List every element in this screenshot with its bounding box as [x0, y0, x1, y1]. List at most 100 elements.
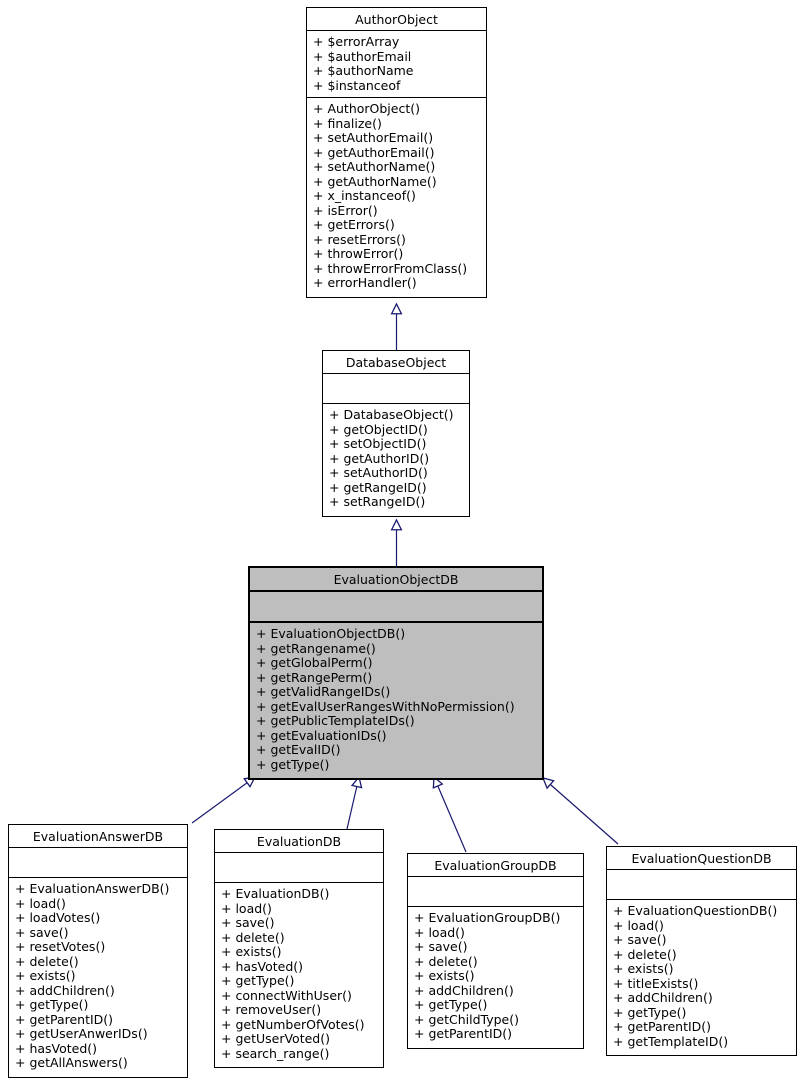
- class-box-databaseobject[interactable]: DatabaseObject + DatabaseObject()+ getOb…: [322, 350, 470, 517]
- member-row: + load(): [15, 895, 66, 911]
- class-attributes: [408, 877, 583, 907]
- member-row: + EvaluationDB(): [221, 886, 330, 901]
- class-attributes: [607, 870, 796, 900]
- member-row: + load(): [221, 900, 272, 916]
- member-row: + getUserAnwerIDs(): [15, 1026, 148, 1041]
- inheritance-arrow-evaluationquestiondb-to-evaluationobjectdb: [541, 777, 619, 845]
- class-methods: + EvaluationAnswerDB()+ load()+ loadVote…: [9, 878, 187, 1077]
- member-row: + x_instanceof(): [313, 188, 416, 203]
- member-row: + save(): [414, 939, 468, 954]
- class-name[interactable]: EvaluationGroupDB: [408, 854, 583, 877]
- member-row: + save(): [613, 932, 667, 947]
- member-row: + getPublicTemplateIDs(): [256, 713, 415, 728]
- member-row: + setAuthorID(): [329, 465, 428, 480]
- member-row: + addChildren(): [414, 982, 514, 998]
- member-row: + connectWithUser(): [221, 987, 352, 1003]
- member-row: + loadVotes(): [15, 910, 101, 925]
- class-name[interactable]: AuthorObject: [307, 8, 486, 31]
- class-methods: + AuthorObject()+ finalize()+ setAuthorE…: [307, 98, 486, 297]
- member-row: + getEvalUserRangesWithNoPermission(): [256, 698, 515, 714]
- class-attributes: + $errorArray+ $authorEmail+ $authorName…: [307, 31, 486, 98]
- member-row: + getType(): [15, 997, 89, 1012]
- member-row: + load(): [613, 917, 664, 933]
- member-row: + $authorEmail: [313, 48, 412, 64]
- class-attributes: [215, 853, 383, 883]
- member-row: + addChildren(): [613, 990, 713, 1005]
- member-row: + setRangeID(): [329, 494, 426, 509]
- member-row: + finalize(): [313, 115, 382, 131]
- member-row: + $authorName: [313, 63, 414, 78]
- class-attributes: [250, 592, 542, 623]
- member-row: + save(): [221, 915, 275, 930]
- member-row: + EvaluationObjectDB(): [256, 626, 406, 641]
- member-row: + EvaluationAnswerDB(): [15, 881, 170, 896]
- member-row: + getRangename(): [256, 640, 376, 656]
- member-row: + getNumberOfVotes(): [221, 1016, 365, 1032]
- member-row: + resetVotes(): [15, 939, 106, 954]
- class-methods: + EvaluationGroupDB()+ load()+ save()+ d…: [408, 907, 583, 1048]
- member-row: + exists(): [414, 968, 475, 983]
- member-row: + setAuthorEmail(): [313, 130, 434, 145]
- member-row: + delete(): [15, 953, 79, 969]
- class-methods: + EvaluationObjectDB()+ getRangename()+ …: [250, 623, 542, 778]
- member-row: + throwError(): [313, 246, 404, 261]
- class-attributes: [9, 848, 187, 878]
- member-row: + addChildren(): [15, 982, 115, 998]
- member-row: + errorHandler(): [313, 275, 417, 290]
- member-row: + save(): [15, 924, 69, 940]
- member-row: + isError(): [313, 202, 378, 218]
- class-box-authorobject[interactable]: AuthorObject + $errorArray+ $authorEmail…: [306, 7, 487, 298]
- member-row: + EvaluationQuestionDB(): [613, 903, 778, 918]
- member-row: + throwErrorFromClass(): [313, 260, 468, 276]
- member-row: + getParentID(): [414, 1026, 513, 1041]
- member-row: + getErrors(): [313, 217, 395, 232]
- member-row: + setObjectID(): [329, 436, 427, 451]
- member-row: + getObjectID(): [329, 421, 428, 437]
- class-methods: + DatabaseObject()+ getObjectID()+ setOb…: [323, 404, 469, 516]
- member-row: + removeUser(): [221, 1002, 322, 1017]
- member-row: + hasVoted(): [221, 958, 304, 974]
- member-row: + getAuthorName(): [313, 173, 437, 189]
- member-row: + delete(): [613, 946, 677, 962]
- class-box-evaluationobjectdb[interactable]: EvaluationObjectDB + EvaluationObjectDB(…: [248, 566, 544, 780]
- member-row: + getEvaluationIDs(): [256, 727, 387, 743]
- member-row: + $instanceof: [313, 77, 401, 93]
- class-box-evaluationgroupdb[interactable]: EvaluationGroupDB + EvaluationGroupDB()+…: [407, 853, 584, 1049]
- member-row: + getTemplateID(): [613, 1033, 729, 1049]
- member-row: + load(): [414, 924, 465, 940]
- class-name[interactable]: DatabaseObject: [323, 351, 469, 374]
- member-row: + getParentID(): [613, 1019, 712, 1034]
- inheritance-arrow-evaluationdb-to-evaluationobjectdb: [346, 775, 363, 830]
- class-box-evaluationquestiondb[interactable]: EvaluationQuestionDB + EvaluationQuestio…: [606, 846, 797, 1056]
- member-row: + getAuthorEmail(): [313, 144, 435, 160]
- class-box-evaluationdb[interactable]: EvaluationDB + EvaluationDB()+ load()+ s…: [214, 829, 384, 1068]
- class-name[interactable]: EvaluationObjectDB: [250, 568, 542, 592]
- class-name[interactable]: EvaluationAnswerDB: [9, 825, 187, 848]
- member-row: + titleExists(): [613, 975, 699, 991]
- member-row: + delete(): [221, 929, 285, 945]
- member-row: + getEvalID(): [256, 742, 341, 757]
- member-row: + delete(): [414, 953, 478, 969]
- class-methods: + EvaluationDB()+ load()+ save()+ delete…: [215, 883, 383, 1067]
- member-row: + getRangePerm(): [256, 669, 373, 685]
- class-methods: + EvaluationQuestionDB()+ load()+ save()…: [607, 900, 796, 1055]
- member-row: + resetErrors(): [313, 231, 406, 247]
- inheritance-arrow-evaluationgroupdb-to-evaluationobjectdb: [432, 775, 467, 853]
- member-row: + getAuthorID(): [329, 450, 430, 466]
- class-name[interactable]: EvaluationQuestionDB: [607, 847, 796, 870]
- inheritance-arrow-evaluationanswerdb-to-evaluationobjectdb: [191, 776, 257, 824]
- member-row: + exists(): [221, 944, 282, 959]
- class-box-evaluationanswerdb[interactable]: EvaluationAnswerDB + EvaluationAnswerDB(…: [8, 824, 188, 1078]
- member-row: + getType(): [256, 756, 330, 772]
- member-row: + DatabaseObject(): [329, 407, 454, 422]
- member-row: + search_range(): [221, 1045, 330, 1061]
- member-row: + exists(): [15, 968, 76, 983]
- member-row: + getChildType(): [414, 1011, 519, 1027]
- member-row: + getParentID(): [15, 1011, 114, 1027]
- member-row: + getGlobalPerm(): [256, 655, 373, 670]
- member-row: + EvaluationGroupDB(): [414, 910, 561, 925]
- member-row: + getAllAnswers(): [15, 1055, 128, 1070]
- class-name[interactable]: EvaluationDB: [215, 830, 383, 853]
- member-row: + AuthorObject(): [313, 101, 420, 116]
